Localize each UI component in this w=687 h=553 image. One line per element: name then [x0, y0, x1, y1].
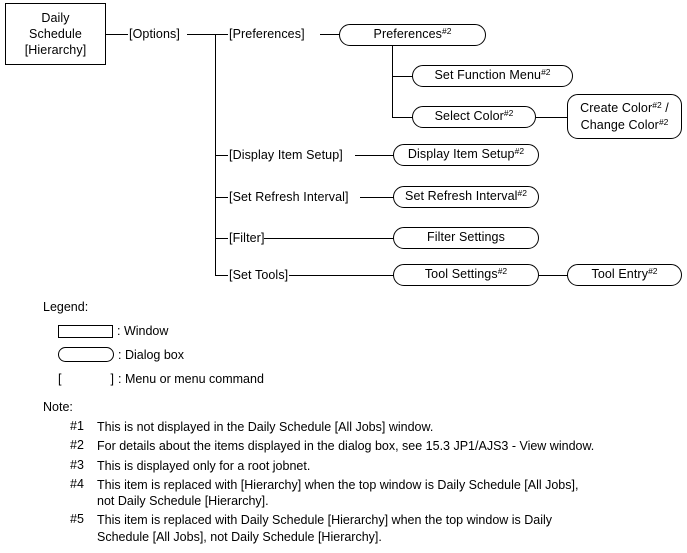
window-title-line-1: Daily: [41, 10, 70, 25]
footnote-ref: #2: [652, 100, 662, 111]
connector-trunk-to-preferences-menu: [215, 34, 228, 35]
connector-trunk-to-set-refresh-interval-menu: [215, 197, 228, 198]
connector-trunk-to-set-tools-menu: [215, 275, 228, 276]
note-item: #2 For details about the items displayed…: [70, 438, 680, 454]
connector-set-tools-menu-to-dialog: [289, 275, 394, 276]
note-body: This item is replaced with Daily Schedul…: [97, 513, 553, 544]
footnote-ref: #2: [648, 266, 658, 277]
legend-window-text: : Window: [117, 324, 169, 338]
dialog-create-change-color[interactable]: Create Color#2 / Change Color#2: [567, 94, 682, 139]
note-body: This is displayed only for a root jobnet…: [97, 458, 311, 473]
legend-dialog-swatch: [58, 347, 114, 362]
menu-set-refresh-interval[interactable]: [Set Refresh Interval]: [229, 190, 349, 204]
connector-preferences-menu-to-dialog: [320, 34, 340, 35]
create-color-line: Create Color#2 /: [580, 100, 669, 116]
note-marker: #2: [70, 438, 84, 453]
connector-display-item-setup-menu-to-dialog: [355, 155, 395, 156]
dialog-filter-settings-label: Filter Settings: [427, 230, 505, 245]
menu-options[interactable]: [Options]: [129, 27, 180, 41]
dialog-tool-settings-label: Tool Settings#2: [424, 266, 508, 282]
legend-window-swatch: [58, 324, 113, 338]
note-marker: #3: [70, 457, 84, 472]
note-body: This is not displayed in the Daily Sched…: [97, 420, 434, 434]
footnote-ref: #2: [497, 266, 508, 277]
menu-filter[interactable]: [Filter]: [229, 231, 265, 245]
legend-row-window: : Window: [58, 324, 168, 338]
window-daily-schedule-hierarchy[interactable]: Daily Schedule [Hierarchy]: [5, 3, 106, 65]
legend-menu-swatch: [ ]: [58, 372, 114, 386]
legend-bracket-open: [: [58, 372, 62, 386]
dialog-select-color[interactable]: Select Color#2: [412, 106, 536, 128]
connector-preferences-subtrunk-vertical: [392, 46, 393, 117]
notes-list: #1 This is not displayed in the Daily Sc…: [70, 419, 680, 548]
footnote-ref: #2: [514, 146, 525, 157]
change-color-line: Change Color#2: [580, 116, 669, 132]
dialog-create-change-color-label: Create Color#2 / Change Color#2: [580, 100, 669, 133]
note-marker: #1: [70, 419, 84, 433]
window-title-line-2: Schedule: [29, 26, 82, 41]
connector-root-to-options: [106, 34, 128, 35]
note-body: This item is replaced with [Hierarchy] w…: [97, 477, 579, 508]
legend-menu-text: : Menu or menu command: [118, 372, 264, 386]
note-marker: #4: [70, 476, 84, 491]
menu-display-item-setup[interactable]: [Display Item Setup]: [229, 148, 343, 162]
dialog-select-color-label: Select Color#2: [434, 108, 514, 124]
window-title-line-3: [Hierarchy]: [24, 43, 87, 58]
legend-dialog-text: : Dialog box: [118, 347, 185, 362]
dialog-preferences-label: Preferences#2: [373, 26, 452, 42]
dialog-tool-settings[interactable]: Tool Settings#2: [393, 264, 539, 286]
dialog-display-item-setup-label: Display Item Setup#2: [407, 146, 525, 162]
menu-set-tools[interactable]: [Set Tools]: [229, 268, 289, 282]
footnote-ref: #2: [442, 26, 452, 37]
dialog-filter-settings[interactable]: Filter Settings: [393, 227, 539, 249]
menu-preferences[interactable]: [Preferences]: [229, 27, 305, 41]
note-marker: #5: [70, 512, 84, 527]
dialog-preferences[interactable]: Preferences#2: [339, 24, 486, 46]
connector-tool-settings-to-tool-entry: [539, 275, 568, 276]
connector-options-trunk-vertical: [215, 34, 216, 275]
legend-row-menu: [ ] : Menu or menu command: [58, 372, 264, 386]
footnote-ref: #2: [503, 108, 514, 119]
dialog-tool-entry[interactable]: Tool Entry#2: [567, 264, 682, 286]
dialog-set-refresh-interval[interactable]: Set Refresh Interval#2: [393, 186, 539, 208]
note-item: #3 This is displayed only for a root job…: [70, 458, 680, 474]
connector-select-color-to-create-change-color: [536, 117, 568, 118]
note-body: For details about the items displayed in…: [97, 439, 595, 454]
connector-subtrunk-to-select-color: [392, 117, 413, 118]
legend-row-dialog: : Dialog box: [58, 347, 184, 362]
connector-set-refresh-interval-menu-to-dialog: [360, 197, 394, 198]
footnote-ref: #2: [541, 67, 551, 78]
note-item: #1 This is not displayed in the Daily Sc…: [70, 419, 680, 435]
dialog-display-item-setup[interactable]: Display Item Setup#2: [393, 144, 539, 166]
note-item: #5 This item is replaced with Daily Sche…: [70, 512, 680, 545]
connector-trunk-to-display-item-setup-menu: [215, 155, 228, 156]
dialog-set-function-menu[interactable]: Set Function Menu#2: [412, 65, 573, 87]
notes-title: Note:: [43, 400, 73, 414]
connector-trunk-to-filter-menu: [215, 238, 228, 239]
dialog-tool-entry-label: Tool Entry#2: [591, 266, 658, 282]
dialog-set-refresh-interval-label: Set Refresh Interval#2: [405, 188, 527, 204]
footnote-ref: #2: [658, 116, 669, 127]
connector-subtrunk-to-set-function-menu: [392, 76, 413, 77]
note-item: #4 This item is replaced with [Hierarchy…: [70, 477, 680, 510]
footnote-ref: #2: [517, 188, 527, 199]
connector-options-to-trunk: [187, 34, 215, 35]
dialog-set-function-menu-label: Set Function Menu#2: [434, 67, 551, 83]
legend-title: Legend:: [43, 300, 89, 314]
legend-bracket-close: ]: [110, 372, 114, 386]
connector-filter-menu-to-dialog: [264, 238, 394, 239]
